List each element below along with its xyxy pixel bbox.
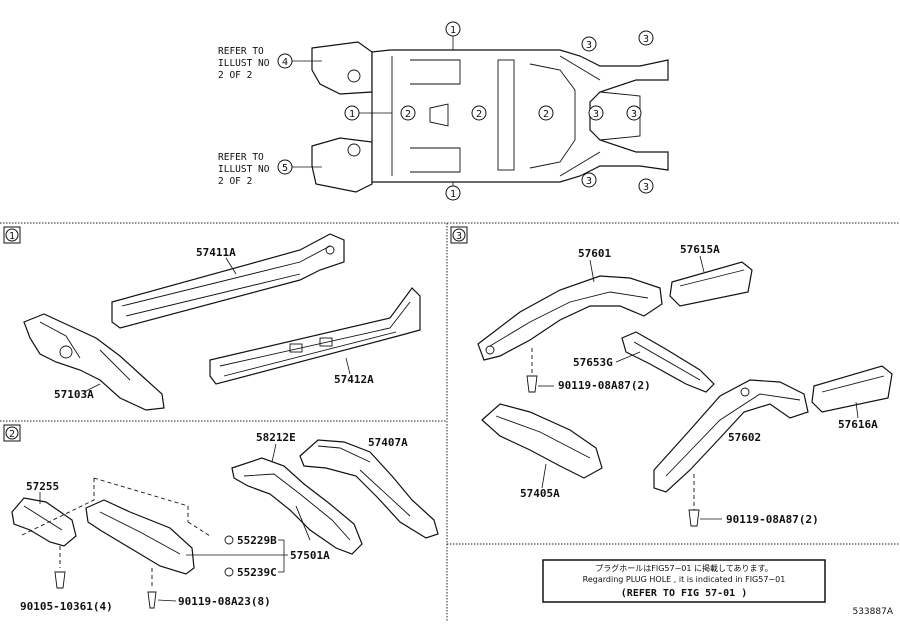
section-2-tag: 2 bbox=[9, 429, 15, 440]
callout-3-b: 3 bbox=[643, 34, 649, 45]
section-1-tag: 1 bbox=[9, 231, 15, 242]
part-90105-10361: 90105-10361(4) bbox=[20, 600, 113, 613]
part-57412A: 57412A bbox=[334, 373, 374, 386]
part-90119-08A87-a: 90119-08A87(2) bbox=[558, 379, 651, 392]
callout-2-a: 2 bbox=[405, 109, 411, 120]
note-line-ref: (REFER TO FIG 57-01 ) bbox=[621, 588, 747, 599]
refer-bottom-line3: 2 OF 2 bbox=[218, 176, 252, 187]
part-90119-08A87-b: 90119-08A87(2) bbox=[726, 513, 819, 526]
callout-1-top: 1 bbox=[450, 25, 456, 36]
part-57255: 57255 bbox=[26, 480, 59, 493]
callout-3-f: 3 bbox=[643, 182, 649, 193]
note-line-jp: プラグホールはFIG57−01 に掲載してあります。 bbox=[595, 563, 772, 573]
section-2: 2 57255 90105-10361(4) 90119-08A23(8) 58… bbox=[3, 424, 439, 613]
part-58212E: 58212E bbox=[256, 431, 296, 444]
refer-bottom-line2: ILLUST NO bbox=[218, 164, 270, 175]
note-box: プラグホールはFIG57−01 に掲載してあります。 Regarding PLU… bbox=[542, 559, 826, 603]
part-57405A: 57405A bbox=[520, 487, 560, 500]
callout-2-b: 2 bbox=[476, 109, 482, 120]
part-57602: 57602 bbox=[728, 431, 761, 444]
callout-3-d: 3 bbox=[631, 109, 637, 120]
callout-1-bottom: 1 bbox=[450, 189, 456, 200]
part-57615A: 57615A bbox=[680, 243, 720, 256]
refer-top-line2: ILLUST NO bbox=[218, 58, 270, 69]
refer-bottom-line1: REFER TO bbox=[218, 152, 264, 163]
section-1: 1 57411A 57412A 57103A bbox=[3, 226, 421, 411]
overview-callouts: 1 1 1 2 2 2 3 3 3 3 3 3 bbox=[344, 21, 654, 201]
refer-bottom-circle: 5 bbox=[282, 163, 288, 174]
section-3: 3 57601 90119-08A87(2) 57615A 57653G 574… bbox=[450, 226, 893, 527]
callout-3-a: 3 bbox=[586, 40, 592, 51]
part-57103A: 57103A bbox=[54, 388, 94, 401]
part-57653G: 57653G bbox=[573, 356, 613, 369]
part-57616A: 57616A bbox=[838, 418, 878, 431]
part-57411A: 57411A bbox=[196, 246, 236, 259]
part-57501A: 57501A bbox=[290, 549, 330, 562]
refer-top-line1: REFER TO bbox=[218, 46, 264, 57]
overview-refer-top: REFER TO ILLUST NO 2 OF 2 4 bbox=[218, 46, 322, 81]
overview-chassis bbox=[311, 41, 669, 193]
part-57601: 57601 bbox=[578, 247, 611, 260]
callout-3-c: 3 bbox=[593, 109, 599, 120]
part-57407A: 57407A bbox=[368, 436, 408, 449]
part-90119-08A23: 90119-08A23(8) bbox=[178, 595, 271, 608]
note-line-en: Regarding PLUG HOLE , it is indicated in… bbox=[583, 575, 786, 584]
callout-1-left: 1 bbox=[349, 109, 355, 120]
section-3-tag: 3 bbox=[456, 231, 462, 242]
part-55239C: 55239C bbox=[237, 566, 277, 579]
refer-top-line3: 2 OF 2 bbox=[218, 70, 252, 81]
callout-3-e: 3 bbox=[586, 176, 592, 187]
figure-id: 533887A bbox=[852, 607, 893, 617]
callout-2-c: 2 bbox=[543, 109, 549, 120]
part-55229B: 55229B bbox=[237, 534, 277, 547]
overview-refer-bottom: REFER TO ILLUST NO 2 OF 2 5 bbox=[218, 152, 322, 187]
refer-top-circle: 4 bbox=[282, 57, 288, 68]
